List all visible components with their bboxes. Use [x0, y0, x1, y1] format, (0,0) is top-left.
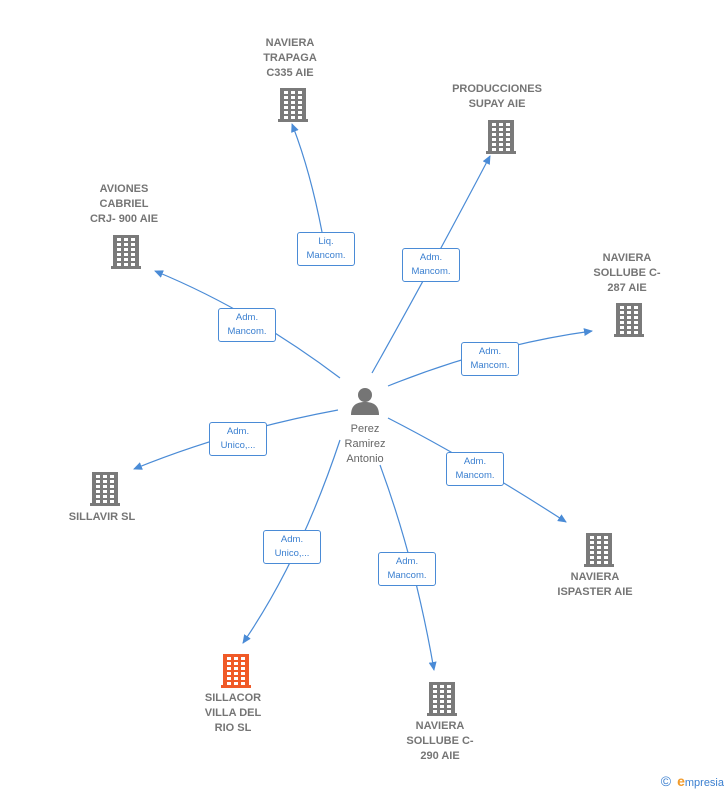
role-label[interactable]: Adm. Mancom.: [218, 308, 276, 342]
node-label: NAVIERA SOLLUBE C- 290 AIE: [406, 720, 474, 762]
building-icon: [584, 533, 614, 567]
role-label[interactable]: Adm. Mancom.: [378, 552, 436, 586]
building-icon: [427, 682, 457, 716]
copyright-icon: ©: [660, 773, 672, 789]
brand-name: mpresia: [684, 777, 724, 789]
building-icon: [90, 472, 120, 506]
building-icon: [111, 235, 141, 269]
node-label: PRODUCCIONES SUPAY AIE: [452, 83, 542, 110]
building-icon: [614, 303, 644, 337]
role-label[interactable]: Adm. Mancom.: [446, 452, 504, 486]
brand-initial: e: [677, 773, 685, 789]
role-label[interactable]: Liq. Mancom.: [297, 232, 355, 266]
center-node-label: Perez Ramirez Antonio: [344, 423, 386, 465]
role-label[interactable]: Adm. Unico,...: [263, 530, 321, 564]
brand-footer: © empresia: [661, 773, 724, 789]
node-label: NAVIERA TRAPAGA C335 AIE: [263, 37, 317, 79]
node-label: NAVIERA SOLLUBE C- 287 AIE: [593, 252, 661, 294]
person-icon: [351, 388, 379, 415]
node-label: SILLAVIR SL: [68, 511, 136, 523]
role-label[interactable]: Adm. Mancom.: [461, 342, 519, 376]
node-label: SILLACOR VILLA DEL RIO SL: [204, 692, 262, 734]
role-label[interactable]: Adm. Unico,...: [209, 422, 267, 456]
node-label: NAVIERA ISPASTER AIE: [557, 571, 633, 598]
role-label[interactable]: Adm. Mancom.: [402, 248, 460, 282]
building-icon: [221, 654, 251, 688]
node-label: AVIONES CABRIEL CRJ- 900 AIE: [89, 183, 159, 225]
building-icon: [486, 120, 516, 154]
building-icon: [278, 88, 308, 122]
edge-naviera-trapaga: [291, 123, 323, 233]
